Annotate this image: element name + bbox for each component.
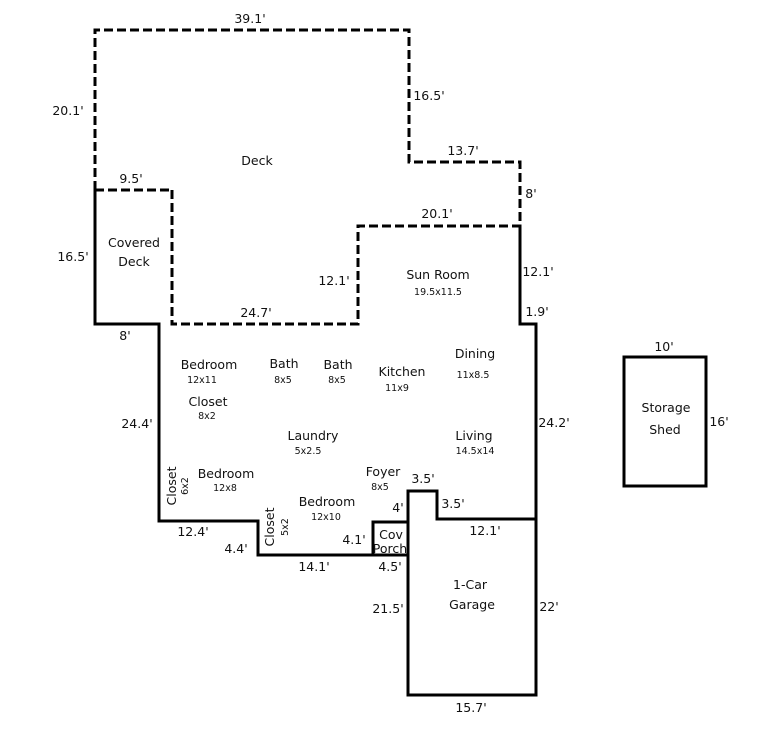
- dim-covered-deck-top: 9.5': [119, 171, 142, 186]
- dim-garage-left: 21.5': [372, 601, 403, 616]
- dim-shed-top: 10': [654, 339, 673, 354]
- dim-notch-height: 4': [392, 500, 403, 515]
- dim-covered-deck-bottom: 8': [119, 328, 130, 343]
- room-foyer-size: 8x5: [371, 482, 389, 493]
- dim-deck-left: 20.1': [52, 103, 83, 118]
- room-bath-2-size: 8x5: [328, 375, 346, 386]
- garage-outline: [406, 517, 538, 697]
- storage-shed-outline: [622, 355, 708, 488]
- dim-covered-deck-left: 16.5': [57, 249, 88, 264]
- room-closet-1-size: 8x2: [198, 411, 216, 422]
- dim-step-left: 4.4': [224, 541, 247, 556]
- dim-deck-step-horizontal: 13.7': [447, 143, 478, 158]
- dim-house-bottom-mid: 14.1': [298, 559, 329, 574]
- dim-porch-top-notch: 3.5': [411, 471, 434, 486]
- room-sun-room-size: 19.5x11.5: [414, 287, 462, 298]
- room-living-name: Living: [455, 428, 492, 443]
- room-storage-shed-name-2: Shed: [649, 422, 680, 437]
- room-bedroom-3-name: Bedroom: [299, 494, 356, 509]
- room-bath-1-size: 8x5: [274, 375, 292, 386]
- room-deck-name: Deck: [241, 153, 273, 168]
- room-bedroom-1-name: Bedroom: [181, 357, 238, 372]
- room-bedroom-2-name: Bedroom: [198, 466, 255, 481]
- room-bedroom-3-size: 12x10: [311, 512, 341, 523]
- dim-house-bottom-left: 12.4': [177, 524, 208, 539]
- room-garage-name-2: Garage: [449, 597, 495, 612]
- room-garage-name-1: 1-Car: [453, 577, 488, 592]
- dim-porch-left: 4.1': [342, 532, 365, 547]
- dim-sunroom-left: 12.1': [318, 273, 349, 288]
- room-laundry-size: 5x2.5: [295, 446, 322, 457]
- room-covered-deck-name-2: Deck: [118, 254, 150, 269]
- room-closet-3-name: Closet: [262, 507, 277, 546]
- dim-garage-right: 22': [539, 599, 558, 614]
- room-closet-2-name: Closet: [164, 466, 179, 505]
- dim-shed-right: 16': [709, 414, 728, 429]
- room-dining-size: 11x8.5: [457, 370, 490, 381]
- room-bedroom-1-size: 12x11: [187, 375, 217, 386]
- room-cov-porch-name-1: Cov: [379, 527, 403, 542]
- dim-sunroom-right: 12.1': [522, 264, 553, 279]
- deck-outline: [93, 28, 522, 326]
- room-cov-porch-name-2: Porch: [373, 541, 407, 556]
- dim-house-bottom-right: 12.1': [469, 523, 500, 538]
- room-bedroom-2-size: 12x8: [213, 483, 237, 494]
- room-closet-2-label: Closet 6x2: [164, 466, 191, 505]
- dim-sunroom-jog: 1.9': [525, 304, 548, 319]
- dim-garage-bottom: 15.7': [455, 700, 486, 715]
- dim-deck-bottom-mid: 24.7': [240, 305, 271, 320]
- room-kitchen-size: 11x9: [385, 383, 409, 394]
- dim-deck-bottom-right: 20.1': [421, 206, 452, 221]
- room-storage-shed-name-1: Storage: [642, 400, 691, 415]
- dim-porch-bottom: 4.5': [378, 559, 401, 574]
- room-living-size: 14.5x14: [456, 446, 495, 457]
- room-bath-1-name: Bath: [269, 356, 298, 371]
- dim-deck-top: 39.1': [234, 11, 265, 26]
- room-laundry-name: Laundry: [288, 428, 340, 443]
- dim-house-right: 24.2': [538, 415, 569, 430]
- house-outline: [157, 322, 410, 557]
- room-covered-deck-name-1: Covered: [108, 235, 160, 250]
- room-closet-3-label: Closet 5x2: [262, 507, 291, 546]
- room-bath-2-name: Bath: [323, 357, 352, 372]
- room-closet-3-size: 5x2: [280, 518, 291, 536]
- room-closet-1-name: Closet: [189, 394, 228, 409]
- dim-notch-right: 3.5': [441, 496, 464, 511]
- house-outline-right: [406, 224, 538, 524]
- covered-deck-outline: [93, 188, 161, 326]
- dim-deck-right-upper: 16.5': [413, 88, 444, 103]
- room-sun-room-name: Sun Room: [406, 267, 469, 282]
- room-foyer-name: Foyer: [366, 464, 401, 479]
- room-dining-name: Dining: [455, 346, 495, 361]
- dim-deck-step-vertical: 8': [525, 186, 536, 201]
- dim-house-left: 24.4': [121, 416, 152, 431]
- room-kitchen-name: Kitchen: [379, 364, 426, 379]
- room-closet-2-size: 6x2: [180, 477, 191, 495]
